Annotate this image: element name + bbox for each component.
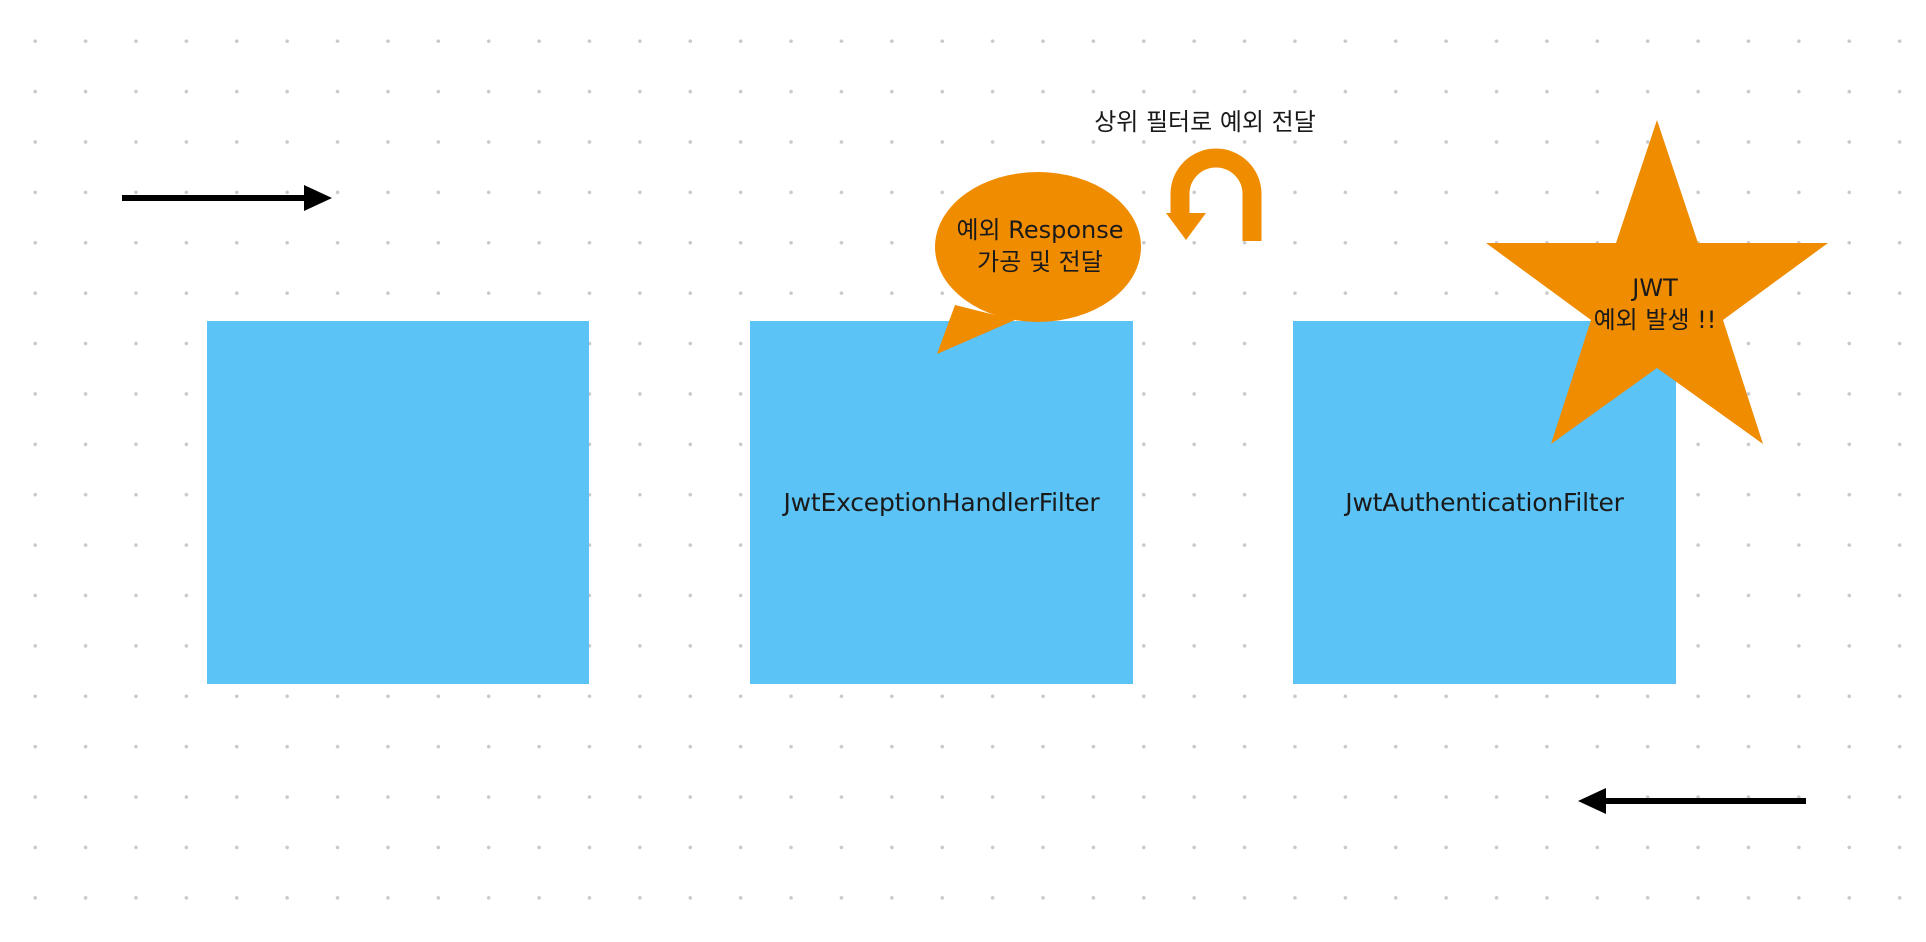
star-line-1: JWT: [1632, 274, 1678, 302]
arrow-right-icon: [122, 185, 332, 211]
star-text: JWT 예외 발생 !!: [1540, 272, 1770, 336]
speech-bubble-text: 예외 Response 가공 및 전달: [920, 214, 1160, 278]
star-line-2: 예외 발생 !!: [1593, 306, 1717, 334]
speech-bubble-callout: [935, 172, 1141, 354]
filter-box-jwt-exception-handler: JwtExceptionHandlerFilter: [750, 321, 1133, 684]
filter-label-jwt-exception-handler: JwtExceptionHandlerFilter: [783, 488, 1100, 517]
filter-box-first: [207, 321, 589, 684]
u-turn-arrow-icon: [1166, 148, 1262, 241]
speech-bubble-line-1: 예외 Response: [956, 216, 1124, 244]
star-callout: [1486, 120, 1828, 444]
speech-bubble-line-2: 가공 및 전달: [977, 248, 1103, 276]
filter-label-jwt-authentication: JwtAuthenticationFilter: [1345, 488, 1624, 517]
return-caption: 상위 필터로 예외 전달: [1094, 108, 1316, 136]
arrow-left-icon: [1578, 788, 1806, 814]
